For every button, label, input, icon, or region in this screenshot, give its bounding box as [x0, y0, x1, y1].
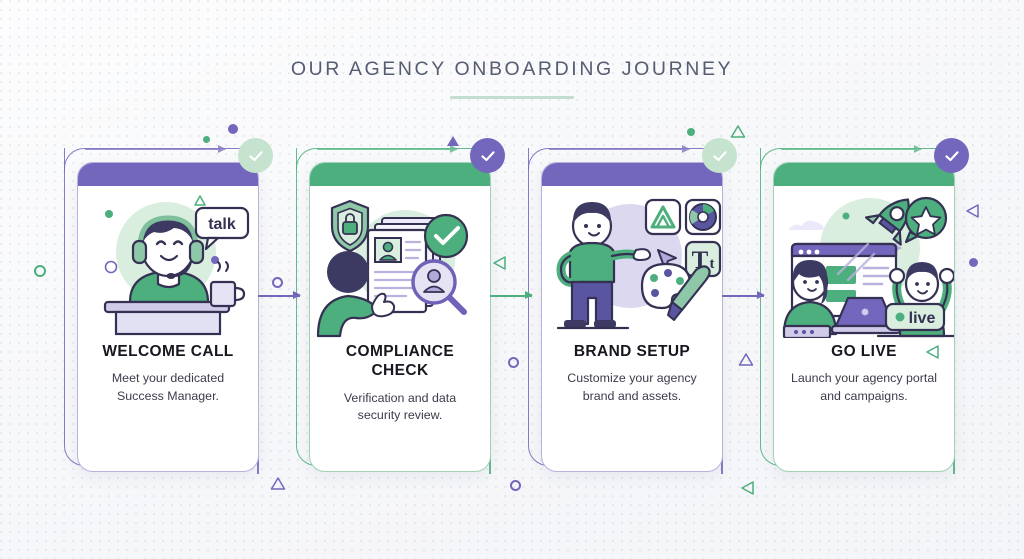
steps-container: talk WELCOME CALL Meet your dedicated Su… — [0, 138, 1024, 478]
decor-triangle-purple-outline-1 — [966, 204, 979, 218]
card-accent-bar — [78, 163, 258, 186]
header: OUR AGENCY ONBOARDING JOURNEY — [0, 58, 1024, 99]
card-title: BRAND SETUP — [573, 343, 691, 360]
card-accent-bar — [542, 163, 722, 186]
decor-triangle-green-outline-1 — [730, 125, 746, 138]
connector-arrow-3 — [722, 291, 765, 300]
decor-dot-purple-1 — [228, 124, 238, 134]
decor-ring-green-1 — [34, 265, 46, 277]
check-icon — [944, 150, 959, 161]
connector-arrow-2 — [490, 291, 533, 300]
card-title: COMPLIANCE CHECK — [345, 343, 455, 380]
connector-arrow-1 — [258, 291, 301, 300]
check-icon — [248, 150, 263, 161]
decor-triangle-purple-1 — [447, 136, 459, 146]
decor-ring-purple-2 — [508, 357, 519, 368]
step-card-welcome-call[interactable]: talk WELCOME CALL Meet your dedicated Su… — [64, 138, 273, 474]
completed-check-badge — [702, 138, 737, 173]
card-body[interactable]: live GO LIVE Launch your agency portal a… — [773, 162, 955, 472]
title-underline — [450, 96, 574, 99]
card-description: Launch your agency portal and campaigns. — [790, 371, 938, 403]
card-description: Customize your agency brand and assets. — [567, 371, 697, 403]
illustration-compliance-verification — [310, 186, 490, 338]
card-accent-bar — [774, 163, 954, 186]
decor-triangle-purple-outline-3 — [270, 477, 286, 490]
card-description: Verification and data security review. — [343, 390, 457, 423]
decor-ring-purple-3 — [510, 480, 521, 491]
step-card-compliance-check[interactable]: COMPLIANCE CHECK Verification and data s… — [296, 138, 505, 474]
decor-triangle-purple-outline-2 — [738, 353, 754, 366]
step-frame-arrow-icon — [549, 145, 690, 152]
step-card-brand-setup[interactable]: T t BRAND SETUP — [528, 138, 737, 474]
svg-text:live: live — [909, 310, 936, 327]
card-title: WELCOME CALL — [102, 343, 234, 360]
step-frame-arrow-icon — [317, 145, 458, 152]
card-description: Meet your dedicated Success Manager. — [111, 371, 225, 403]
illustration-support-agent: talk — [78, 186, 258, 338]
card-title: GO LIVE — [831, 343, 897, 360]
card-body[interactable]: T t BRAND SETUP — [541, 162, 723, 472]
card-body[interactable]: COMPLIANCE CHECK Verification and data s… — [309, 162, 491, 472]
svg-text:talk: talk — [208, 216, 236, 233]
step-card-go-live[interactable]: live GO LIVE Launch your agency portal a… — [760, 138, 969, 474]
step-frame-arrow-icon — [85, 145, 226, 152]
illustration-brand-designer: T t — [542, 186, 722, 338]
completed-check-badge — [934, 138, 969, 173]
step-frame-arrow-icon — [781, 145, 922, 152]
decor-dot-purple-2 — [969, 258, 978, 267]
decor-dot-green-1 — [203, 136, 210, 143]
completed-check-badge — [470, 138, 505, 173]
decor-triangle-green-outline-3 — [741, 481, 754, 495]
decor-triangle-green-outline-4 — [926, 345, 939, 359]
check-icon — [480, 150, 495, 161]
decor-triangle-green-outline-2 — [493, 256, 506, 270]
decor-dot-green-2 — [687, 128, 695, 136]
svg-text:t: t — [710, 256, 715, 272]
illustration-go-live-launch: live — [774, 186, 954, 340]
check-icon — [712, 150, 727, 161]
decor-ring-purple-1 — [272, 277, 283, 288]
page-title: OUR AGENCY ONBOARDING JOURNEY — [290, 58, 734, 80]
card-accent-bar — [310, 163, 490, 186]
completed-check-badge — [238, 138, 273, 173]
card-body[interactable]: talk WELCOME CALL Meet your dedicated Su… — [77, 162, 259, 472]
